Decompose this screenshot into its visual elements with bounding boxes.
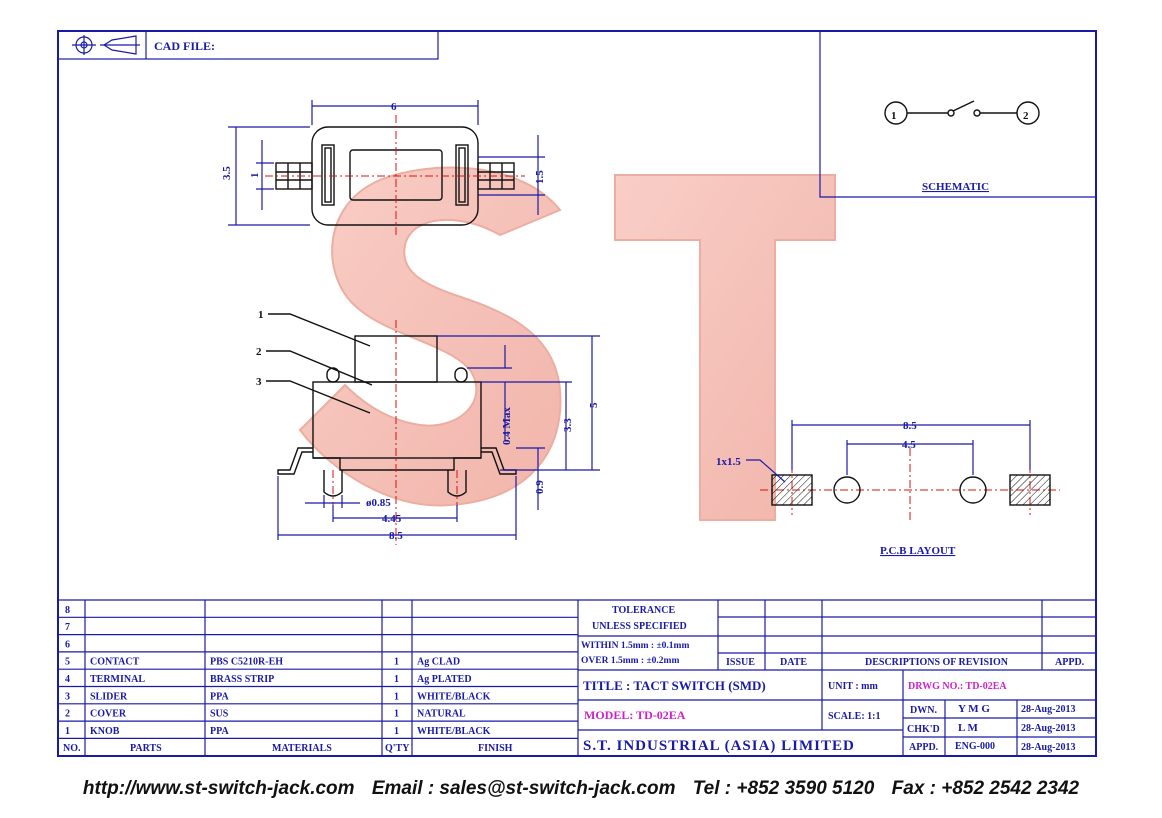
- dim-pcb-pitch: 4.5: [902, 439, 916, 451]
- bom-cell-part: CONTACT: [90, 657, 140, 668]
- drawing-number: DRWG NO.: TD-02EA: [908, 681, 1007, 692]
- bom-cell-material: PPA: [210, 691, 229, 702]
- top-view: 6 3.5 1 1.5: [221, 100, 546, 235]
- tolerance-block: TOLERANCE UNLESS SPECIFIED WITHIN 1.5mm …: [578, 599, 1096, 671]
- schematic-box: 1 2 SCHEMATIC: [819, 31, 1096, 198]
- bom-cell-no: 6: [65, 639, 70, 650]
- bom-cell-qty: 1: [394, 691, 399, 702]
- rev-appd: APPD.: [1055, 657, 1085, 668]
- bom-header-no: NO.: [63, 743, 81, 754]
- tolerance-within: WITHIN 1.5mm : ±0.1mm: [581, 641, 689, 651]
- dim-side-knob: 0.4 Max: [501, 407, 513, 445]
- bom-cell-qty: 1: [394, 709, 399, 720]
- dim-top-height: 3.5: [221, 166, 233, 180]
- bom-cell-finish: NATURAL: [417, 709, 466, 720]
- cad-header: CAD FILE:: [57, 30, 439, 60]
- model-text: MODEL: TD-02EA: [584, 708, 686, 722]
- dim-top-width: 6: [391, 101, 397, 113]
- bom-cell-no: 5: [65, 657, 70, 668]
- schematic-pin2: 2: [1023, 110, 1029, 122]
- bom-cell-finish: WHITE/BLACK: [417, 691, 491, 702]
- appd-date: 28-Aug-2013: [1021, 742, 1075, 753]
- unit-text: UNIT : mm: [828, 681, 878, 692]
- bom-cell-part: SLIDER: [90, 691, 128, 702]
- bom-cell-qty: 1: [394, 726, 399, 737]
- bom-header-finish: FINISH: [478, 743, 513, 754]
- dim-top-pin: 1.5: [534, 170, 546, 184]
- bom-cell-material: PBS C5210R-EH: [210, 657, 283, 668]
- email-link[interactable]: Email : sales@st-switch-jack.com: [371, 778, 676, 799]
- dim-side-height: 5: [588, 402, 600, 408]
- dim-side-foot: 0.9: [534, 480, 546, 494]
- scale-text: SCALE: 1:1: [828, 711, 881, 722]
- dim-side-body: 3.3: [562, 418, 574, 432]
- bom-cell-material: SUS: [210, 709, 229, 720]
- company-name: S.T. INDUSTRIAL (ASIA) LIMITED: [583, 738, 855, 754]
- bom-cell-no: 3: [65, 691, 70, 702]
- dwn-value: Y M G: [958, 703, 990, 715]
- title-text: TITLE : TACT SWITCH (SMD): [583, 678, 766, 693]
- bom-cell-no: 7: [65, 622, 70, 633]
- appd-value: ENG-000: [955, 741, 995, 752]
- bom-cell-part: TERMINAL: [90, 674, 145, 685]
- dim-side-span: 8.5: [389, 530, 403, 542]
- bom-cell-qty: 1: [394, 674, 399, 685]
- bom-header-qty: Q'TY: [385, 743, 410, 754]
- bom-cell-finish: WHITE/BLACK: [417, 726, 491, 737]
- website-link[interactable]: http://www.st-switch-jack.com: [82, 778, 355, 799]
- pcb-title: P.C.B LAYOUT: [880, 545, 956, 557]
- callout-2: 2: [256, 346, 262, 358]
- callout-3: 3: [256, 376, 262, 388]
- dim-pcb-span: 8.5: [903, 420, 917, 432]
- tolerance-subtitle: UNLESS SPECIFIED: [592, 621, 687, 632]
- bom-header-material: MATERIALS: [272, 743, 332, 754]
- side-view: 1 2 3 5 3.3 0.4 Max 0.9 ø0.85 4.45: [256, 309, 600, 545]
- rev-date: DATE: [780, 657, 807, 668]
- pcb-layout: 8.5 4.5 1x1.5 P.C.B LAYOUT: [716, 420, 1060, 557]
- bom-cell-part: KNOB: [90, 726, 120, 737]
- contact-footer: http://www.st-switch-jack.com Email : sa…: [0, 778, 1162, 808]
- bom-cell-finish: Ag CLAD: [417, 657, 460, 668]
- phone-text: Tel : +852 3590 5120: [692, 778, 875, 799]
- chk-date: 28-Aug-2013: [1021, 723, 1075, 734]
- fax-text: Fax : +852 2542 2342: [891, 778, 1080, 799]
- dim-side-pitch: 4.45: [382, 513, 402, 525]
- appd-label: APPD.: [909, 742, 939, 753]
- dwn-label: DWN.: [910, 705, 937, 716]
- cad-file-label: CAD FILE:: [154, 39, 215, 53]
- rev-issue: ISSUE: [726, 657, 755, 668]
- title-block: TITLE : TACT SWITCH (SMD) UNIT : mm DRWG…: [578, 670, 1096, 756]
- bom-cell-qty: 1: [394, 657, 399, 668]
- bom-table: 8 7 6 5 CONTACT PBS C5210R-EH 1 Ag CLAD 4 TERMINA…: [58, 599, 579, 756]
- chk-label: CHK'D: [907, 724, 940, 735]
- bom-cell-finish: Ag PLATED: [417, 674, 472, 685]
- bom-cell-material: PPA: [210, 726, 229, 737]
- rev-desc: DESCRIPTIONS OF REVISION: [865, 657, 1009, 668]
- dim-side-pin: ø0.85: [366, 497, 391, 509]
- dim-pcb-pad: 1x1.5: [716, 456, 741, 468]
- sheet-border: [57, 30, 1097, 757]
- bom-cell-no: 4: [65, 674, 70, 685]
- bom-cell-no: 2: [65, 709, 70, 720]
- schematic-title: SCHEMATIC: [922, 181, 989, 193]
- callout-1: 1: [258, 309, 264, 321]
- dwn-date: 28-Aug-2013: [1021, 704, 1075, 715]
- tolerance-title: TOLERANCE: [612, 605, 675, 616]
- bom-cell-part: COVER: [90, 709, 127, 720]
- chk-value: L M: [958, 722, 978, 734]
- tolerance-over: OVER 1.5mm : ±0.2mm: [581, 656, 679, 666]
- bom-cell-material: BRASS STRIP: [210, 674, 274, 685]
- schematic-pin1: 1: [891, 110, 897, 122]
- bom-cell-no: 1: [65, 726, 70, 737]
- bom-header-part: PARTS: [130, 743, 162, 754]
- bom-cell-no: 8: [65, 605, 70, 616]
- st-watermark: [298, 166, 836, 521]
- dim-top-lead: 1: [249, 173, 261, 179]
